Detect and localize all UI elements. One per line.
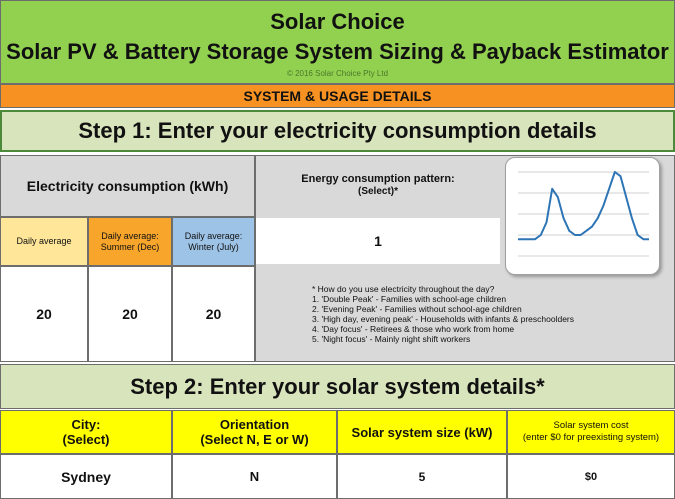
pattern-notes: * How do you use electricity throughout …: [312, 284, 672, 354]
orientation-input[interactable]: N: [172, 454, 337, 499]
pattern-label: Energy consumption pattern:: [301, 173, 455, 185]
pattern-value: 1: [374, 233, 382, 249]
pattern-label-cell: Energy consumption pattern: (Select)*: [258, 160, 498, 210]
size-label: Solar system size (kW): [351, 424, 493, 440]
pattern-select-hint: (Select)*: [357, 186, 398, 197]
cost-header: Solar system cost (enter $0 for preexist…: [507, 410, 675, 454]
pattern-input[interactable]: 1: [256, 218, 500, 264]
city-input[interactable]: Sydney: [0, 454, 172, 499]
note-line: 5. 'Night focus' - Mainly night shift wo…: [312, 334, 471, 344]
winter-average-input[interactable]: 20: [172, 266, 255, 362]
city-header: City: (Select): [0, 410, 172, 454]
orientation-header: Orientation (Select N, E or W): [172, 410, 337, 454]
note-line: * How do you use electricity throughout …: [312, 284, 495, 294]
orientation-select-hint: (Select N, E or W): [200, 432, 309, 447]
city-label: City:: [71, 417, 101, 432]
consumption-label-cell: Electricity consumption (kWh): [0, 155, 255, 217]
orientation-label: Orientation: [219, 417, 290, 432]
consumption-label: Electricity consumption (kWh): [26, 178, 229, 194]
chart-series-line: [518, 171, 649, 241]
step2-title: Step 2: Enter your solar system details*: [130, 373, 545, 399]
cost-input[interactable]: $0: [507, 454, 675, 499]
cost-note: (enter $0 for preexisting system): [522, 432, 660, 443]
size-header: Solar system size (kW): [337, 410, 507, 454]
summer-average-label: Daily average: Summer (Dec): [88, 217, 172, 266]
section-bar: SYSTEM & USAGE DETAILS: [0, 84, 675, 108]
size-input[interactable]: 5: [337, 454, 507, 499]
step1-title-bar: Step 1: Enter your electricity consumpti…: [0, 110, 675, 152]
note-line: 4. 'Day focus' - Retirees & those who wo…: [312, 324, 515, 334]
section-title: SYSTEM & USAGE DETAILS: [243, 88, 432, 104]
summer-average-input[interactable]: 20: [88, 266, 172, 362]
app-header: Solar Choice Solar PV & Battery Storage …: [0, 0, 675, 84]
copyright-text: © 2016 Solar Choice Pty Ltd: [286, 68, 389, 78]
note-line: 3. 'High day, evening peak' - Households…: [312, 314, 575, 324]
consumption-chart-svg: [518, 171, 649, 257]
consumption-chart: [505, 157, 660, 275]
city-select-hint: (Select): [62, 432, 110, 447]
note-line: 2. 'Evening Peak' - Families without sch…: [312, 304, 522, 314]
app-title: Solar Choice: [270, 8, 405, 34]
daily-average-input[interactable]: 20: [0, 266, 88, 362]
cost-label: Solar system cost: [553, 420, 629, 431]
step1-title: Step 1: Enter your electricity consumpti…: [78, 118, 597, 143]
step2-title-bar: Step 2: Enter your solar system details*: [0, 364, 675, 409]
daily-average-label: Daily average: [0, 217, 88, 266]
note-line: 1. 'Double Peak' - Families with school-…: [312, 294, 507, 304]
winter-average-label: Daily average: Winter (July): [172, 217, 255, 266]
app-subtitle: Solar PV & Battery Storage System Sizing…: [6, 38, 669, 64]
